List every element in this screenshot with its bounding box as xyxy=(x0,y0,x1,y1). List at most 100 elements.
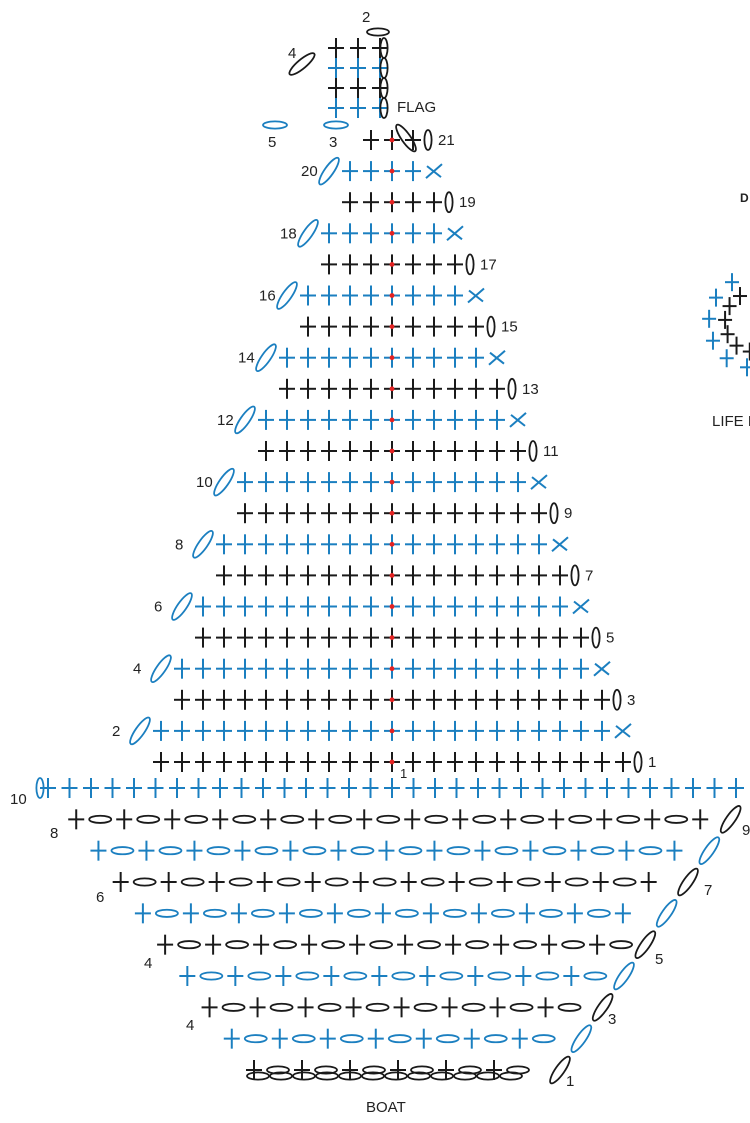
chain-stitch xyxy=(453,1071,477,1081)
single-crochet-symbol xyxy=(321,627,337,648)
single-crochet-symbol xyxy=(363,347,379,368)
single-crochet-symbol xyxy=(363,316,379,337)
single-crochet-symbol xyxy=(300,285,316,306)
single-crochet-symbol xyxy=(61,778,78,798)
single-crochet-symbol xyxy=(415,1028,432,1049)
single-crochet-symbol xyxy=(174,720,190,741)
row-start-marker xyxy=(389,199,395,205)
chain-stitch xyxy=(407,1071,431,1081)
single-crochet-symbol xyxy=(342,192,358,213)
chain-stitch xyxy=(154,908,179,918)
chain-stitch xyxy=(315,1071,339,1081)
single-crochet-symbol xyxy=(531,534,547,555)
row-start-marker xyxy=(389,230,395,236)
single-crochet-symbol xyxy=(350,98,366,118)
chain-stitch xyxy=(633,751,643,773)
chain-stitch xyxy=(507,377,517,400)
chain-stitch xyxy=(254,846,279,856)
single-crochet-symbol xyxy=(531,627,547,648)
single-crochet-symbol xyxy=(279,347,295,368)
single-crochet-symbol xyxy=(510,658,526,679)
chain-stitch xyxy=(591,626,601,649)
chain-stitch xyxy=(465,940,490,950)
single-crochet-symbol xyxy=(258,503,274,524)
single-crochet-symbol xyxy=(534,778,551,798)
single-crochet-symbol xyxy=(300,627,316,648)
single-crochet-symbol xyxy=(300,534,316,555)
single-crochet-symbol xyxy=(300,409,316,430)
single-crochet-symbol xyxy=(405,658,421,679)
single-crochet-symbol xyxy=(342,161,358,182)
single-crochet-symbol xyxy=(258,689,274,710)
single-crochet-symbol xyxy=(342,347,358,368)
chain-stitch xyxy=(317,1002,342,1012)
single-crochet-symbol xyxy=(405,441,421,461)
single-crochet-symbol xyxy=(563,966,580,986)
single-crochet-symbol xyxy=(68,809,85,830)
single-crochet-symbol xyxy=(321,534,337,555)
single-crochet-symbol xyxy=(447,347,463,368)
single-crochet-symbol xyxy=(321,347,337,368)
chain-stitch xyxy=(225,940,250,950)
chain-stitch xyxy=(324,877,349,887)
chain-stitch xyxy=(528,440,538,462)
single-crochet-symbol xyxy=(182,903,199,924)
single-crochet-symbol xyxy=(363,627,379,648)
chain-stitch xyxy=(158,846,183,856)
chain-stitch xyxy=(535,971,560,981)
chain-stitch xyxy=(542,846,567,856)
row-start-marker xyxy=(389,168,395,174)
single-crochet-symbol xyxy=(541,934,558,955)
single-crochet-symbol xyxy=(342,1060,358,1080)
single-crochet-symbol xyxy=(729,336,744,355)
single-crochet-symbol xyxy=(328,78,344,98)
single-crochet-symbol xyxy=(321,752,337,772)
single-crochet-symbol xyxy=(447,689,463,710)
single-crochet-symbol xyxy=(426,409,442,430)
single-crochet-symbol xyxy=(279,627,295,648)
flag-row-number: 5 xyxy=(268,134,276,151)
row-start-marker xyxy=(389,137,395,143)
flag-row-number: 4 xyxy=(288,45,296,62)
single-crochet-symbol xyxy=(489,565,505,586)
chain-stitch xyxy=(314,1065,338,1075)
single-crochet-symbol xyxy=(104,778,121,798)
single-crochet-symbol xyxy=(468,596,484,617)
single-crochet-symbol xyxy=(489,689,505,710)
single-crochet-symbol xyxy=(249,997,266,1018)
row-start-marker xyxy=(389,635,395,640)
boat-row-number: 4 xyxy=(186,1017,194,1034)
chain-stitch xyxy=(376,814,401,824)
single-crochet-symbol xyxy=(468,409,484,430)
single-crochet-symbol xyxy=(405,378,421,399)
single-crochet-symbol xyxy=(216,565,232,586)
decrease-symbol xyxy=(614,723,632,739)
single-crochet-symbol xyxy=(321,409,337,430)
single-crochet-symbol xyxy=(405,689,421,710)
single-crochet-symbol xyxy=(300,565,316,586)
single-crochet-symbol xyxy=(363,503,379,524)
turning-chain xyxy=(591,993,614,1022)
decrease-symbol xyxy=(509,412,527,428)
row-number: 20 xyxy=(301,163,318,180)
boat-section xyxy=(35,777,744,1085)
boat-row-number: 10 xyxy=(10,791,27,808)
single-crochet-symbol xyxy=(233,778,250,798)
single-crochet-symbol xyxy=(147,778,164,798)
chain-stitch xyxy=(476,1071,500,1081)
chain-stitch xyxy=(250,908,275,918)
row-number: 17 xyxy=(480,256,497,273)
row-start-marker xyxy=(389,604,395,609)
single-crochet-symbol xyxy=(511,1028,528,1049)
single-crochet-symbol xyxy=(426,627,442,648)
single-crochet-symbol xyxy=(468,627,484,648)
chain-stitch xyxy=(328,814,353,824)
single-crochet-symbol xyxy=(447,409,463,430)
single-crochet-symbol xyxy=(237,689,253,710)
stitch-stroke xyxy=(552,538,568,552)
chain-stitch xyxy=(549,502,559,525)
flag-label: FLAG xyxy=(397,99,436,116)
row-start-marker xyxy=(389,759,395,765)
row-number: 15 xyxy=(501,319,518,336)
row-number: 5 xyxy=(606,630,614,647)
